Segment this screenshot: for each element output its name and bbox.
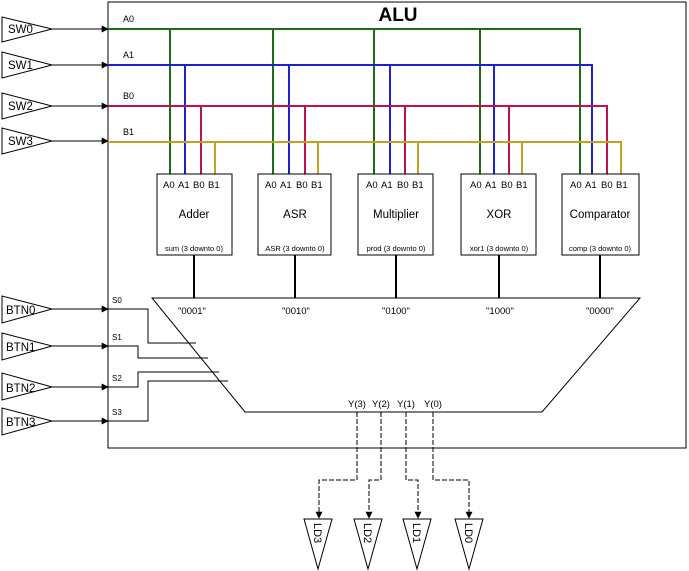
btn0-port: [1, 295, 54, 324]
mux-body: [150, 297, 642, 413]
block-multiplier: A0 A1 B0 B1 Multiplier prod (3 downto 0): [357, 173, 434, 256]
btn2-label: BTN2: [6, 383, 35, 395]
btn0-label: BTN0: [6, 305, 35, 317]
multiplier-port-a0: A0: [366, 180, 378, 191]
adder-output: sum (3 downto 0): [165, 244, 223, 253]
mux-out-y0: Y(0): [424, 399, 442, 410]
btn2-port: [1, 372, 54, 401]
bus-label-a0: A0: [123, 14, 134, 24]
comparator-port-b0: B0: [601, 180, 613, 191]
select-label-s0: S0: [112, 296, 122, 305]
button-wires: [52, 305, 109, 425]
ld0-port: [454, 518, 484, 571]
mux-code-adder: "0001": [178, 306, 206, 317]
sw3-label: SW3: [8, 136, 33, 148]
bus-label-b0: B0: [123, 91, 134, 101]
adder-name: Adder: [179, 209, 210, 221]
mux-out-y3: Y(3): [348, 399, 366, 410]
adder-port-a1: A1: [178, 180, 190, 191]
asr-port-b0: B0: [296, 180, 308, 191]
led-outputs: LD3 LD2 LD1 LD0: [303, 518, 484, 571]
block-comparator: A0 A1 B0 B1 Comparator comp (3 downto 0): [561, 173, 640, 256]
xor-output: xor1 (3 downto 0): [470, 244, 529, 253]
comparator-port-a1: A1: [585, 180, 597, 191]
xor-port-a0: A0: [470, 180, 482, 191]
mux-code-xor: "1000": [486, 306, 514, 317]
block-adder: A0 A1 B0 B1 Adder sum (3 downto 0): [156, 173, 233, 256]
mux-code-comparator: "0000": [586, 306, 614, 317]
bus-b0: [108, 105, 608, 175]
asr-name: ASR: [283, 209, 307, 221]
comparator-port-b1: B1: [616, 180, 628, 191]
bus-a0: [108, 28, 581, 175]
comparator-name: Comparator: [570, 209, 631, 221]
multiplier-port-b1: B1: [412, 180, 424, 191]
ld2-port: [353, 518, 383, 571]
asr-output: ASR (3 downto 0): [265, 244, 325, 253]
bus-a1: [108, 64, 593, 175]
mux-out-y1: Y(1): [397, 399, 415, 410]
sw0-label: SW0: [8, 24, 33, 36]
mux-code-asr: "0010": [282, 306, 310, 317]
btn3-label: BTN3: [6, 417, 35, 429]
select-label-s2: S2: [112, 374, 122, 383]
alu-title: ALU: [378, 5, 417, 26]
sw1-port: [1, 51, 54, 79]
btn1-port: [1, 332, 54, 361]
adder-port-b0: B0: [193, 180, 205, 191]
xor-port-b1: B1: [516, 180, 528, 191]
ld1-port: [402, 518, 432, 571]
block-output-wires: [193, 255, 601, 298]
mux-code-multiplier: "0100": [382, 306, 410, 317]
mux-out-y2: Y(2): [372, 399, 390, 410]
block-asr: A0 A1 B0 B1 ASR ASR (3 downto 0): [257, 173, 332, 256]
led-wires: [315, 412, 473, 519]
ld2-label: LD2: [361, 523, 373, 543]
multiplier-port-b0: B0: [397, 180, 409, 191]
block-xor: A0 A1 B0 B1 XOR xor1 (3 downto 0): [460, 173, 537, 256]
sw3-port: [1, 127, 54, 155]
select-label-s3: S3: [112, 408, 122, 417]
btn1-label: BTN1: [6, 342, 35, 354]
multiplier-output: prod (3 downto 0): [367, 244, 426, 253]
asr-port-b1: B1: [311, 180, 323, 191]
comparator-port-a0: A0: [570, 180, 582, 191]
btn3-port: [1, 407, 54, 436]
select-wires: [108, 308, 228, 422]
ld3-label: LD3: [311, 523, 323, 543]
adder-port-a0: A0: [163, 180, 175, 191]
multiplier-port-a1: A1: [381, 180, 393, 191]
asr-port-a1: A1: [280, 180, 292, 191]
sw2-label: SW2: [8, 101, 33, 113]
xor-port-b0: B0: [501, 180, 513, 191]
select-label-s1: S1: [112, 333, 122, 342]
adder-port-b1: B1: [208, 180, 220, 191]
bus-label-a1: A1: [123, 50, 134, 60]
sw1-label: SW1: [8, 60, 33, 72]
ld1-label: LD1: [410, 523, 422, 543]
ld0-label: LD0: [462, 523, 474, 543]
xor-name: XOR: [487, 209, 512, 221]
sw2-port: [1, 92, 54, 120]
ld3-port: [303, 518, 333, 571]
sw0-port: [1, 16, 53, 43]
multiplier-name: Multiplier: [373, 209, 419, 221]
switch-wires: [52, 25, 109, 145]
bus-b1: [108, 141, 622, 175]
asr-port-a0: A0: [265, 180, 277, 191]
xor-port-a1: A1: [485, 180, 497, 191]
button-inputs: BTN0 BTN1 BTN2 BTN3: [1, 295, 54, 436]
comparator-output: comp (3 downto 0): [569, 244, 632, 253]
switch-inputs: SW0 SW1 SW2 SW3: [1, 16, 54, 155]
bus-label-b1: B1: [123, 127, 134, 137]
